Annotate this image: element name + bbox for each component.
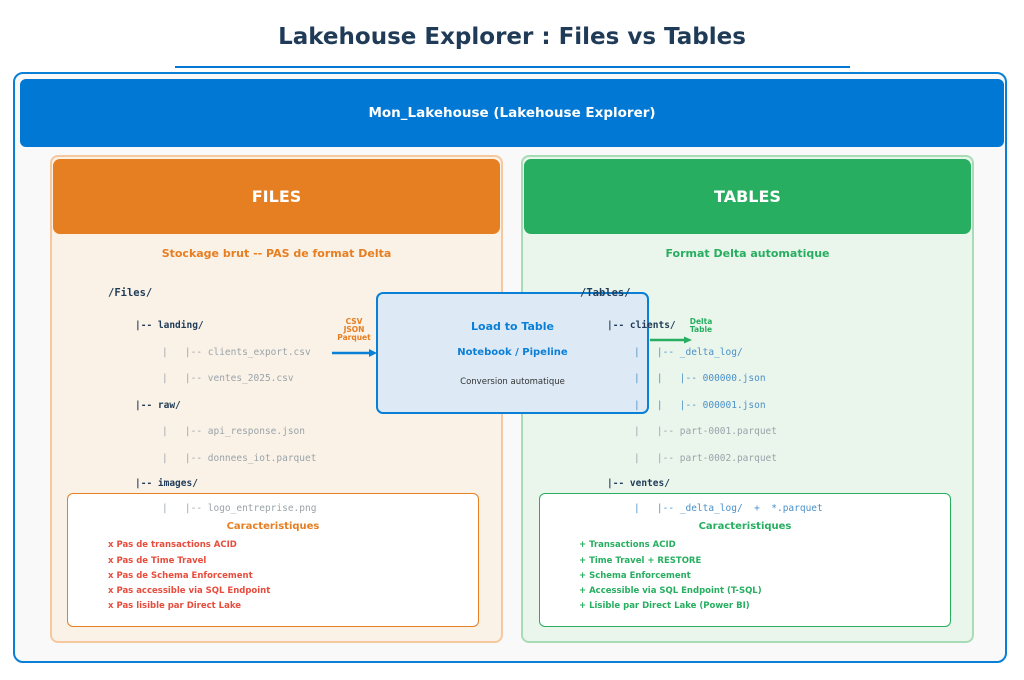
file-item: | | |-- 000000.json: [634, 373, 766, 384]
file-item: | |-- part-0001.parquet: [634, 426, 777, 437]
arrow-out-head: [684, 336, 692, 344]
folder-landing: |-- landing/: [135, 320, 204, 331]
label-delta: Delta: [689, 317, 713, 326]
load-to-table-box: [376, 292, 649, 414]
file-item: | |-- donnees_iot.parquet: [162, 453, 317, 464]
label-json: JSON: [343, 325, 365, 334]
diagram-title: Lakehouse Explorer : Files vs Tables: [278, 24, 746, 50]
arrow-out-label: Delta Table: [684, 318, 718, 334]
file-item: | |-- logo_entreprise.png: [162, 503, 317, 514]
arrow-in-head: [369, 349, 377, 357]
tables-characteristics-box: [539, 493, 951, 627]
folder-ventes: |-- ventes/: [607, 478, 670, 489]
folder-delta-log: | |-- _delta_log/: [634, 347, 743, 358]
file-item: | |-- _delta_log/ + *.parquet: [634, 503, 823, 514]
tables-char-item: + Time Travel + RESTORE: [579, 556, 702, 566]
files-char-item: x Pas lisible par Direct Lake: [108, 601, 242, 611]
tables-char-item: + Accessible via SQL Endpoint (T-SQL): [579, 586, 762, 596]
file-item: | |-- api_response.json: [162, 426, 305, 437]
tables-char-item: + Schema Enforcement: [579, 571, 691, 581]
label-csv: CSV: [345, 317, 363, 326]
files-characteristics-title: Caracteristiques: [226, 521, 320, 532]
lakehouse-banner: Mon_Lakehouse (Lakehouse Explorer): [20, 79, 1004, 147]
files-subtitle: Stockage brut -- PAS de format Delta: [161, 247, 392, 260]
folder-clients: |-- clients/: [607, 320, 676, 331]
load-to-table-note: Conversion automatique: [460, 377, 565, 387]
tables-characteristics-title: Caracteristiques: [698, 521, 792, 532]
tables-header: TABLES: [524, 159, 971, 234]
label-table: Table: [689, 325, 713, 334]
file-item: | | |-- 000001.json: [634, 400, 766, 411]
files-char-item: x Pas de Schema Enforcement: [108, 571, 253, 581]
arrow-in-label: CSV JSON Parquet: [330, 318, 378, 342]
files-char-item: x Pas de Time Travel: [108, 556, 207, 566]
load-to-table-subtitle: Notebook / Pipeline: [457, 347, 568, 358]
tables-char-item: + Transactions ACID: [579, 540, 676, 550]
files-char-item: x Pas de transactions ACID: [108, 540, 237, 550]
label-parquet: Parquet: [337, 333, 371, 342]
tables-subtitle: Format Delta automatique: [665, 247, 830, 260]
folder-raw: |-- raw/: [135, 400, 181, 411]
tables-char-item: + Lisible par Direct Lake (Power BI): [579, 601, 750, 611]
tables-root: /Tables/: [580, 287, 631, 299]
files-char-item: x Pas accessible via SQL Endpoint: [108, 586, 271, 596]
folder-images: |-- images/: [135, 478, 198, 489]
files-characteristics-box: [67, 493, 479, 627]
title-underline: [175, 66, 850, 68]
load-to-table-title: Load to Table: [471, 320, 554, 333]
file-item: | |-- ventes_2025.csv: [162, 373, 294, 384]
files-root: /Files/: [108, 287, 153, 299]
file-item: | |-- clients_export.csv: [162, 347, 311, 358]
file-item: | |-- part-0002.parquet: [634, 453, 777, 464]
files-header: FILES: [53, 159, 500, 234]
